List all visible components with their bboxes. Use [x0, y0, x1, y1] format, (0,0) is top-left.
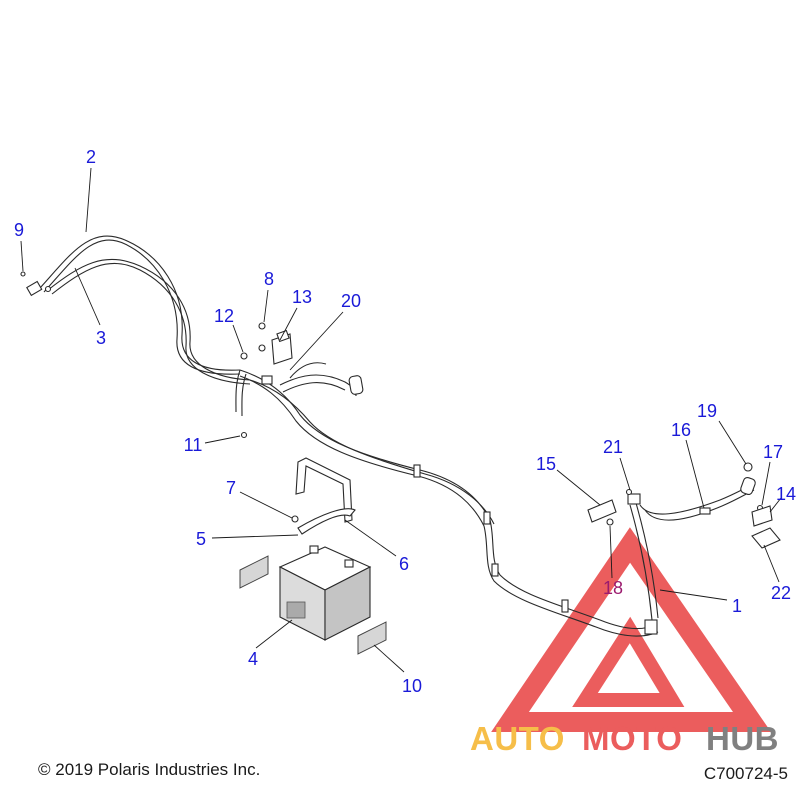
- cable-2: [39, 235, 241, 375]
- watermark-logo: AUTO MOTO HUB: [470, 527, 779, 757]
- callout-8: 8: [264, 269, 274, 289]
- callout-18: 18: [603, 578, 623, 598]
- callout-labels: 1 2 3 4 5 6 7 8 9 10 11 12 13 14 15 16 1…: [14, 147, 796, 696]
- callout-21: 21: [603, 437, 623, 457]
- watermark-moto: MOTO: [582, 720, 682, 757]
- harness-connector: [348, 375, 364, 395]
- pad-10-left: [239, 555, 269, 589]
- watermark-hub: HUB: [706, 720, 779, 757]
- cable-1-terminal: [627, 493, 641, 505]
- battery-bracket-6: [295, 457, 353, 523]
- harness-clip-a: [413, 464, 421, 478]
- callout-16: 16: [671, 420, 691, 440]
- harness-junction: [261, 375, 273, 385]
- cable-2-terminal: [26, 280, 43, 297]
- cable-3-terminal: [44, 285, 52, 293]
- clip-11: [240, 431, 248, 439]
- harness-clip-d: [561, 599, 569, 613]
- callout-14: 14: [776, 484, 796, 504]
- cap-19: [743, 462, 753, 472]
- diagram-reference-number: C700724-5: [703, 764, 788, 783]
- battery-strap-5: [297, 508, 356, 535]
- callout-2: 2: [86, 147, 96, 167]
- callout-5: 5: [196, 529, 206, 549]
- leader-lines: [20, 167, 782, 673]
- bolt-7: [291, 515, 299, 523]
- bracket-15: [587, 499, 617, 523]
- callout-22: 22: [771, 583, 791, 603]
- callout-12: 12: [214, 306, 234, 326]
- nut-9: [20, 271, 26, 277]
- callout-19: 19: [697, 401, 717, 421]
- harness-clip-b: [483, 511, 491, 525]
- watermark-auto: AUTO: [470, 720, 565, 757]
- cable-3: [47, 258, 251, 385]
- cable-1-boot: [740, 477, 756, 495]
- nut-18: [606, 518, 614, 526]
- callout-10: 10: [402, 676, 422, 696]
- callout-4: 4: [248, 649, 258, 669]
- bolt-near-relay: [258, 344, 266, 352]
- callout-11: 11: [184, 435, 203, 455]
- callout-17: 17: [763, 442, 783, 462]
- plate-22: [751, 527, 781, 549]
- callout-1: 1: [732, 596, 742, 616]
- bolt-8: [258, 322, 266, 330]
- cable-1: [627, 477, 756, 621]
- tie-16: [699, 507, 711, 515]
- copyright-text: © 2019 Polaris Industries Inc.: [38, 760, 261, 779]
- callout-13: 13: [292, 287, 312, 307]
- terminal-14: [751, 505, 773, 527]
- callout-9: 9: [14, 220, 24, 240]
- nut-12: [240, 352, 248, 360]
- harness-clip-c: [491, 563, 499, 577]
- relay-13: [271, 329, 293, 365]
- bolt-21: [625, 488, 633, 496]
- harness-end-fitting: [644, 619, 658, 635]
- callout-7: 7: [226, 478, 236, 498]
- callout-15: 15: [536, 454, 556, 474]
- callout-6: 6: [399, 554, 409, 574]
- main-harness: [235, 362, 659, 637]
- callout-20: 20: [341, 291, 361, 311]
- pad-10-right: [357, 621, 387, 655]
- battery-4: [278, 545, 372, 641]
- callout-3: 3: [96, 328, 106, 348]
